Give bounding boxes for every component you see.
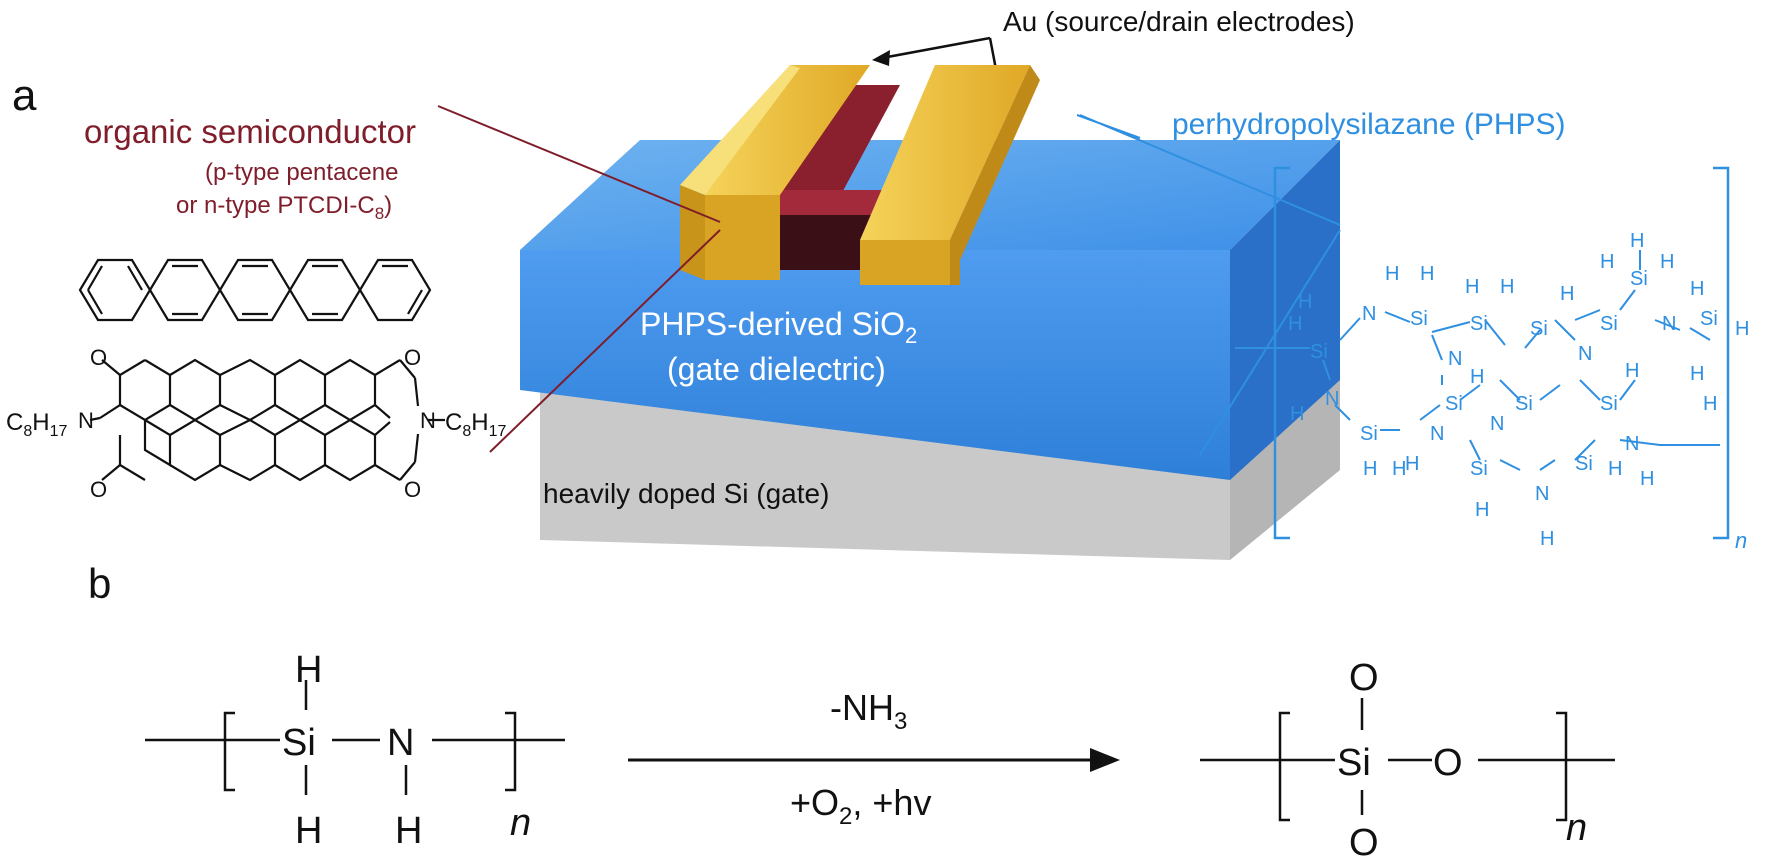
source-electrode [680, 65, 870, 280]
reactant-bonds [145, 680, 565, 795]
svg-text:H: H [395, 810, 422, 852]
svg-text:Si: Si [1337, 742, 1371, 784]
product-repeat-n: n [1566, 807, 1587, 849]
svg-text:O: O [1433, 742, 1463, 784]
svg-text:H: H [1630, 230, 1644, 252]
svg-text:Si: Si [1630, 268, 1648, 290]
svg-text:O: O [1349, 822, 1379, 864]
svg-text:Si: Si [1310, 341, 1328, 363]
svg-text:Si: Si [1360, 423, 1378, 445]
svg-text:H: H [1392, 458, 1406, 480]
ptcdi-right-n: N [420, 408, 436, 433]
pentacene-structure [78, 258, 432, 322]
svg-text:N: N [1490, 413, 1504, 435]
svg-text:Si: Si [1530, 318, 1548, 340]
reaction-arrow [628, 748, 1120, 772]
svg-text:Si: Si [1410, 308, 1428, 330]
arrow-below-label: +O2, +hv [790, 782, 931, 830]
arrow-head-left [872, 50, 890, 66]
svg-text:H: H [1363, 458, 1377, 480]
svg-text:Si: Si [1575, 453, 1593, 475]
svg-text:H: H [1465, 276, 1479, 298]
arrow-above-label: -NH3 [830, 687, 907, 735]
svg-text:H: H [1385, 263, 1399, 285]
ptcdi-right-chain: C8H17 [445, 409, 506, 440]
ptcdi-left-chain: C8H17 [6, 409, 67, 440]
gate-label: heavily doped Si (gate) [543, 478, 829, 509]
dielectric-label-line1: PHPS-derived SiO2 [640, 306, 917, 348]
svg-text:Si: Si [1515, 393, 1533, 415]
svg-text:H: H [1640, 468, 1654, 490]
svg-text:H: H [1600, 251, 1614, 273]
phps-repeat-n: n [1735, 528, 1747, 553]
svg-text:H: H [1420, 263, 1434, 285]
svg-text:Si: Si [1470, 313, 1488, 335]
svg-text:N: N [1430, 423, 1444, 445]
ptcdi-left-n: N [78, 408, 94, 433]
svg-text:N: N [1578, 343, 1592, 365]
svg-text:H: H [1660, 251, 1674, 273]
drain-electrode [860, 65, 1040, 285]
svg-text:H: H [1560, 283, 1574, 305]
svg-text:H: H [1608, 458, 1622, 480]
svg-text:H: H [1703, 393, 1717, 415]
svg-text:O: O [1349, 657, 1379, 699]
reactant-repeat-n: n [510, 802, 531, 844]
semiconductor-line2: or n-type PTCDI-C8) [176, 192, 392, 223]
product-bonds [1200, 698, 1615, 822]
phps-title: perhydropolysilazane (PHPS) [1172, 108, 1566, 141]
au-electrodes-label: Au (source/drain electrodes) [1003, 6, 1355, 37]
svg-text:Si: Si [282, 722, 316, 764]
svg-text:H: H [1405, 453, 1419, 475]
svg-text:Si: Si [1600, 393, 1618, 415]
svg-text:Si: Si [1470, 458, 1488, 480]
phps-callout-lines [1076, 114, 1341, 456]
svg-text:N: N [1325, 388, 1339, 410]
svg-text:Si: Si [1445, 393, 1463, 415]
svg-text:H: H [1690, 363, 1704, 385]
svg-text:N: N [1625, 433, 1639, 455]
svg-text:H: H [1470, 366, 1484, 388]
svg-text:N: N [1362, 303, 1376, 325]
reactant-atoms: Si N H H H [282, 649, 422, 852]
dielectric-label-line2: (gate dielectric) [667, 351, 886, 387]
svg-text:H: H [1500, 276, 1514, 298]
ptcdi-structure [89, 358, 445, 482]
phps-atoms: Si N Si Si Si Si Si H N Si N Si N N Si S… [1288, 230, 1749, 550]
svg-text:H: H [295, 810, 322, 852]
semiconductor-line1: (p-type pentacene [205, 159, 398, 186]
ptcdi-o-top-right: O [404, 345, 421, 370]
ptcdi-o-top-left: O [90, 345, 107, 370]
phps-bonds [1235, 250, 1720, 471]
svg-text:H: H [1475, 499, 1489, 521]
svg-text:H: H [1540, 528, 1554, 550]
svg-text:H: H [1288, 313, 1302, 335]
svg-text:Si: Si [1600, 313, 1618, 335]
phps-brackets [1273, 166, 1730, 540]
ptcdi-o-bottom-left: O [90, 477, 107, 502]
panel-b-label: b [88, 560, 111, 607]
svg-text:Si: Si [1700, 308, 1718, 330]
svg-text:H: H [1690, 278, 1704, 300]
svg-text:H: H [1735, 318, 1749, 340]
svg-text:H: H [1290, 403, 1304, 425]
svg-text:N: N [1448, 348, 1462, 370]
panel-a-label: a [12, 71, 37, 120]
svg-text:H: H [295, 649, 322, 691]
semiconductor-title: organic semiconductor [84, 113, 416, 150]
ptcdi-o-bottom-right: O [404, 477, 421, 502]
svg-text:N: N [387, 722, 414, 764]
semiconductor-callout-lines [437, 105, 721, 453]
svg-text:H: H [1298, 291, 1312, 313]
svg-text:N: N [1662, 313, 1676, 335]
svg-text:N: N [1535, 483, 1549, 505]
product-atoms: Si O O O [1337, 657, 1463, 864]
svg-text:H: H [1625, 360, 1639, 382]
